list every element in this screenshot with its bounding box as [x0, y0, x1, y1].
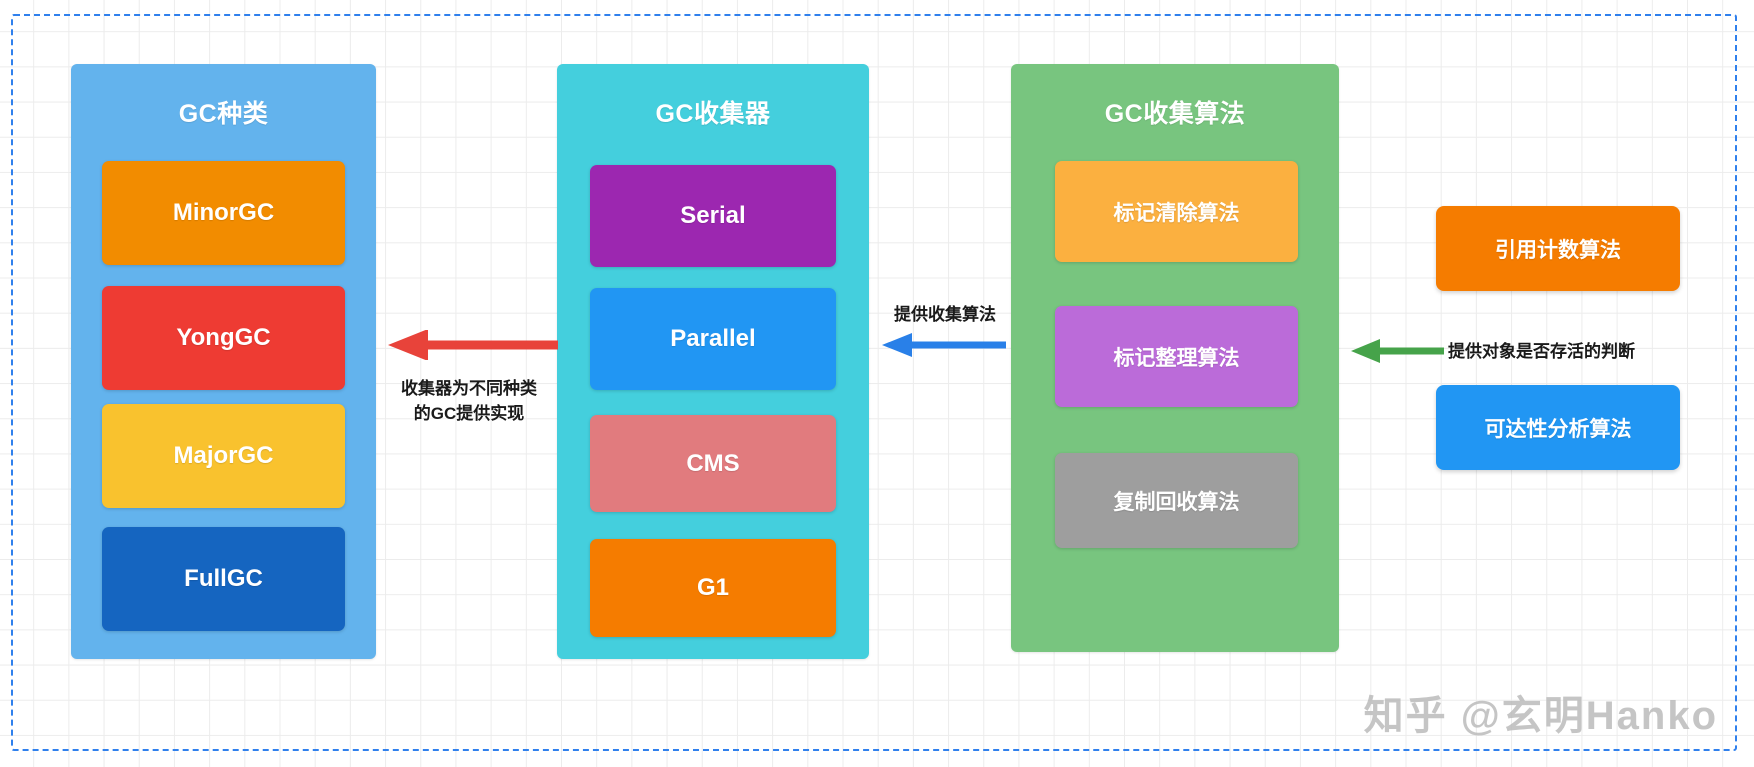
item-label: CMS [686, 449, 740, 477]
arrow-algorithm-to-collector [878, 332, 1006, 358]
column-gc-algorithms[interactable]: GC收集算法 标记清除算法 标记整理算法 复制回收算法 [1011, 64, 1339, 652]
item-label: G1 [696, 574, 729, 601]
column-gc-collectors[interactable]: GC收集器 Serial Parallel CMS G1 [557, 64, 869, 659]
item-copy-collect[interactable]: 复制回收算法 [1055, 453, 1298, 548]
item-label: Serial [680, 202, 746, 229]
box-reachability-analysis[interactable]: 可达性分析算法 [1436, 385, 1680, 470]
arrow-blue-icon [882, 333, 1006, 357]
item-cms[interactable]: CMS [590, 415, 836, 512]
box-label: 可达性分析算法 [1484, 417, 1632, 441]
item-mark-sweep[interactable]: 标记清除算法 [1055, 161, 1298, 262]
item-label: YongGC [176, 324, 271, 351]
item-label: MajorGC [173, 442, 274, 469]
box-reference-counting[interactable]: 引用计数算法 [1436, 206, 1680, 291]
arrow-label-collector-to-type: 收集器为不同种类 的GC提供实现 [401, 379, 537, 423]
item-parallel[interactable]: Parallel [590, 288, 836, 390]
item-minorgc[interactable]: MinorGC [102, 161, 345, 265]
arrow-collector-to-type [380, 329, 558, 361]
arrow-red-icon [388, 329, 558, 361]
watermark-handle: @玄明Hanko [1460, 694, 1718, 738]
item-mark-compact[interactable]: 标记整理算法 [1055, 306, 1298, 407]
column-title-gc-types: GC种类 [178, 100, 269, 128]
watermark: 知乎 @玄明Hanko [1364, 683, 1718, 741]
item-label: Parallel [670, 325, 756, 352]
arrow-sidebox-to-algorithm [1348, 338, 1444, 364]
item-label: 复制回收算法 [1113, 490, 1240, 514]
arrow-green-icon [1351, 339, 1444, 363]
item-fullgc[interactable]: FullGC [102, 527, 345, 631]
item-majorgc[interactable]: MajorGC [102, 404, 345, 508]
item-serial[interactable]: Serial [590, 165, 836, 267]
watermark-site: 知乎 [1363, 694, 1448, 738]
item-label: MinorGC [172, 199, 275, 226]
column-title-gc-algorithms: GC收集算法 [1104, 100, 1246, 128]
item-label: FullGC [184, 565, 263, 592]
column-title-gc-collectors: GC收集器 [655, 100, 771, 128]
item-yonggc[interactable]: YongGC [102, 286, 345, 390]
box-label: 引用计数算法 [1495, 238, 1621, 262]
item-g1[interactable]: G1 [590, 539, 836, 637]
column-gc-types[interactable]: GC种类 MinorGC YongGC MajorGC FullGC [71, 64, 376, 659]
item-label: 标记清除算法 [1113, 201, 1240, 225]
arrow-label-algorithm-to-collector: 提供收集算法 [894, 305, 996, 324]
arrow-label-sidebox-to-algorithm: 提供对象是否存活的判断 [1448, 342, 1635, 361]
item-label: 标记整理算法 [1113, 346, 1240, 370]
